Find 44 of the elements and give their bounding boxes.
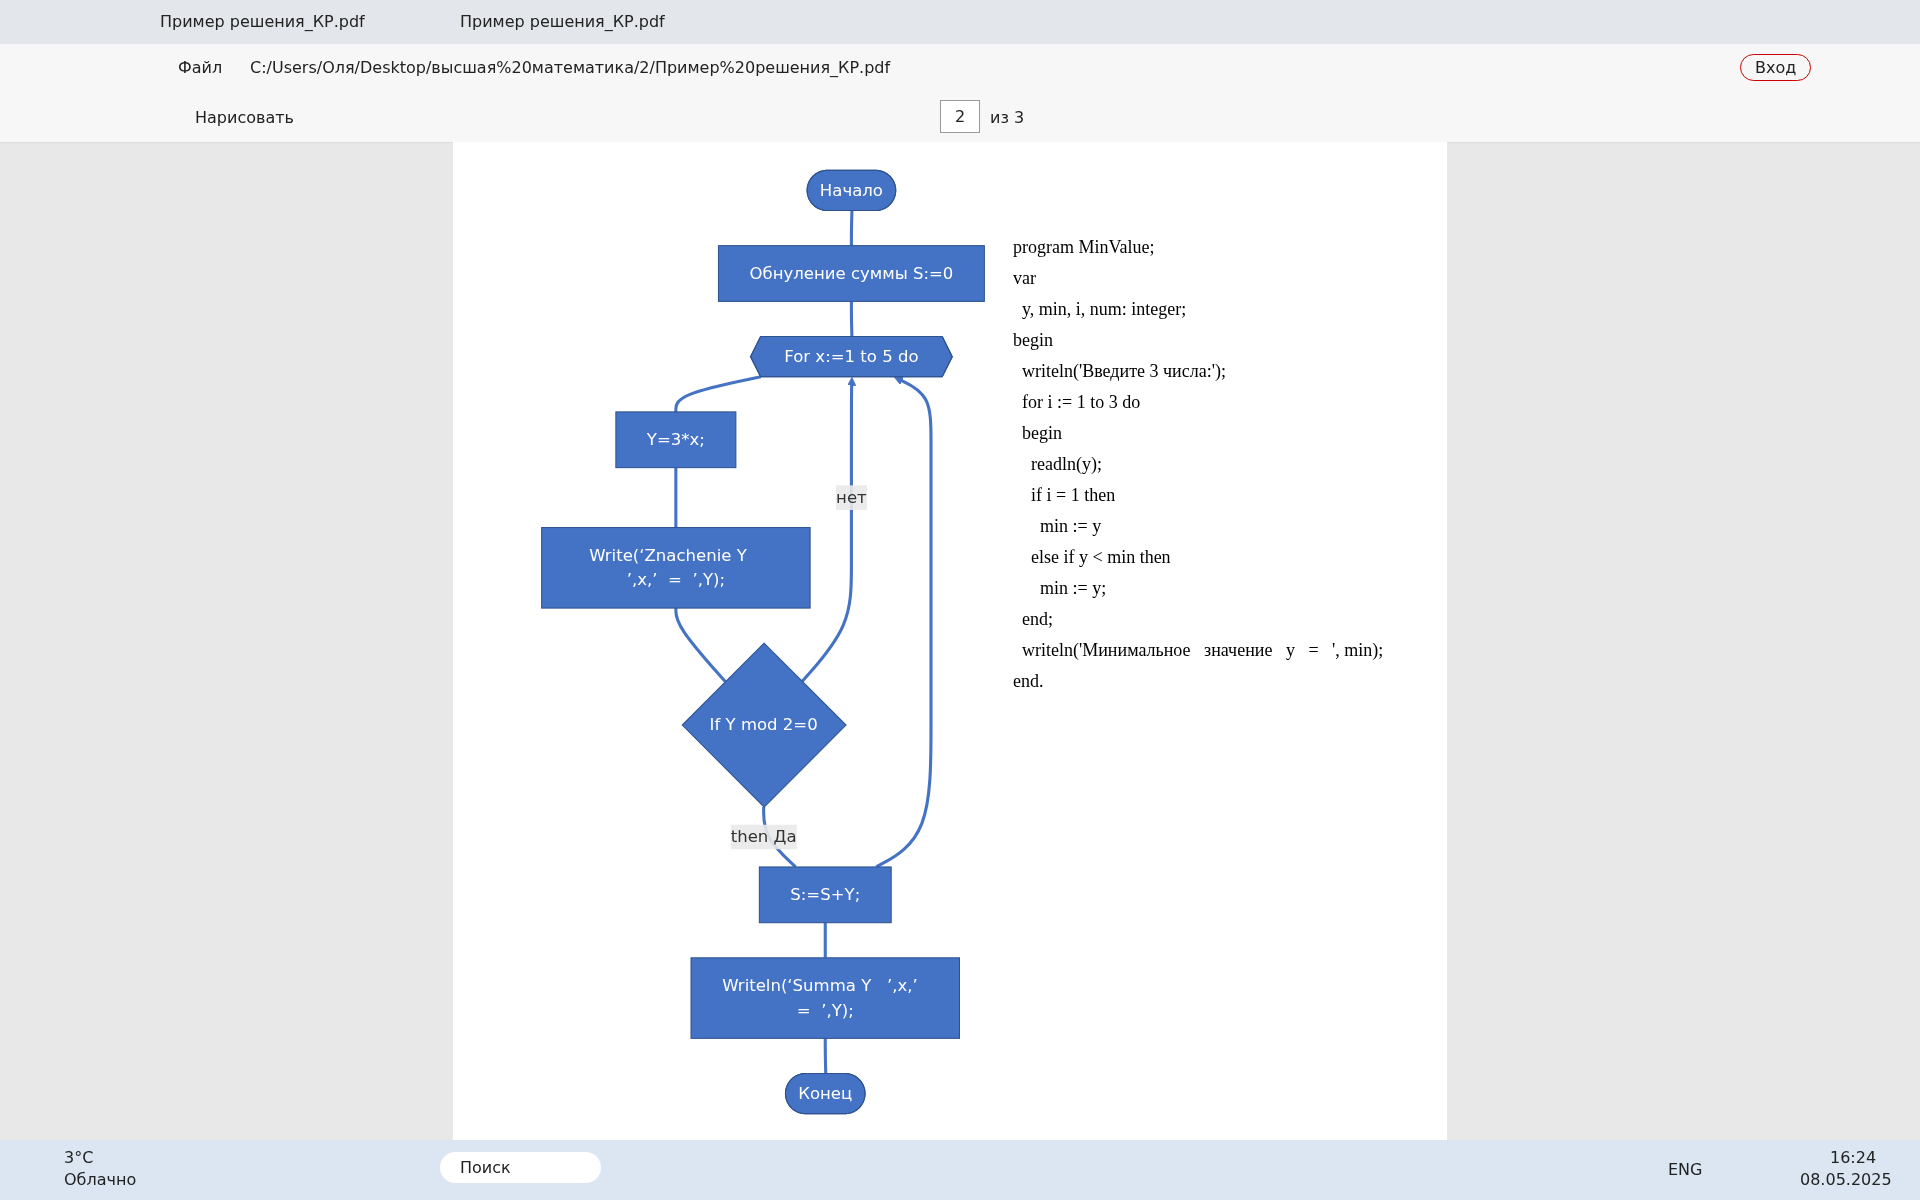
page-number-field: 2 <box>940 100 981 133</box>
code-line: readln(y); <box>1030 453 1103 476</box>
code-line: begin <box>1013 329 1054 352</box>
edge-label: then Да <box>730 826 797 847</box>
code-line: min := y; <box>1039 577 1108 600</box>
node-box: S:=S+Y; <box>758 866 892 924</box>
node-box: Y=3*x; <box>615 411 737 469</box>
node-box: Writeln(‘Summa Y ’,x,’ = ’,Y); <box>690 957 960 1039</box>
code-line: begin <box>1021 422 1063 445</box>
weather-condition: Облачно <box>64 1170 137 1189</box>
code-line: program MinValue; <box>1013 236 1156 259</box>
code-line: end; <box>1021 608 1054 631</box>
code-line: writeln('Введите 3 числа:'); <box>1021 360 1227 383</box>
connector <box>674 375 762 412</box>
code-line: min := y <box>1039 515 1103 538</box>
code-line: y, min, i, num: integer; <box>1021 298 1188 321</box>
weather-temperature: 3°C <box>64 1148 94 1167</box>
tab-title: Пример решения_КР.pdf <box>460 12 665 31</box>
code-line: else if y < min then <box>1030 546 1172 569</box>
edge-label: нет <box>836 487 867 507</box>
code-line: for i := 1 to 3 do <box>1021 391 1142 414</box>
code-line: if i = 1 then <box>1030 484 1117 507</box>
address-text: C:/Users/Оля/Desktop/высшая%20математика/2/Пример%20решения_КР.pdf <box>250 58 891 77</box>
search-box: Поиск <box>440 1152 601 1183</box>
node-box: Write(‘Znachenie Y ’,x,’ = ’,Y); <box>541 527 811 609</box>
connector <box>674 467 678 528</box>
connector <box>823 922 827 958</box>
node-diamond: If Y mod 2=0 <box>681 642 847 808</box>
tab-title: Пример решения_КР.pdf <box>160 12 365 31</box>
connector <box>674 608 727 683</box>
arrow <box>800 376 857 683</box>
language-indicator: ENG <box>1668 1160 1703 1179</box>
clock-date: 08.05.2025 <box>1800 1170 1892 1189</box>
code-line: var <box>1013 267 1037 290</box>
file-label: Файл <box>178 58 223 77</box>
clock-time: 16:24 <box>1830 1148 1877 1167</box>
connector <box>823 1038 828 1075</box>
connector <box>849 301 854 338</box>
page-count-label: из 3 <box>990 108 1025 127</box>
node-box: Обнуление суммы S:=0 <box>717 245 985 302</box>
draw-tool-label: Нарисовать <box>195 108 294 127</box>
code-line: end. <box>1013 670 1045 693</box>
connector <box>849 211 854 246</box>
code-line: writeln('Минимальное значение y = ', min); <box>1021 639 1385 662</box>
